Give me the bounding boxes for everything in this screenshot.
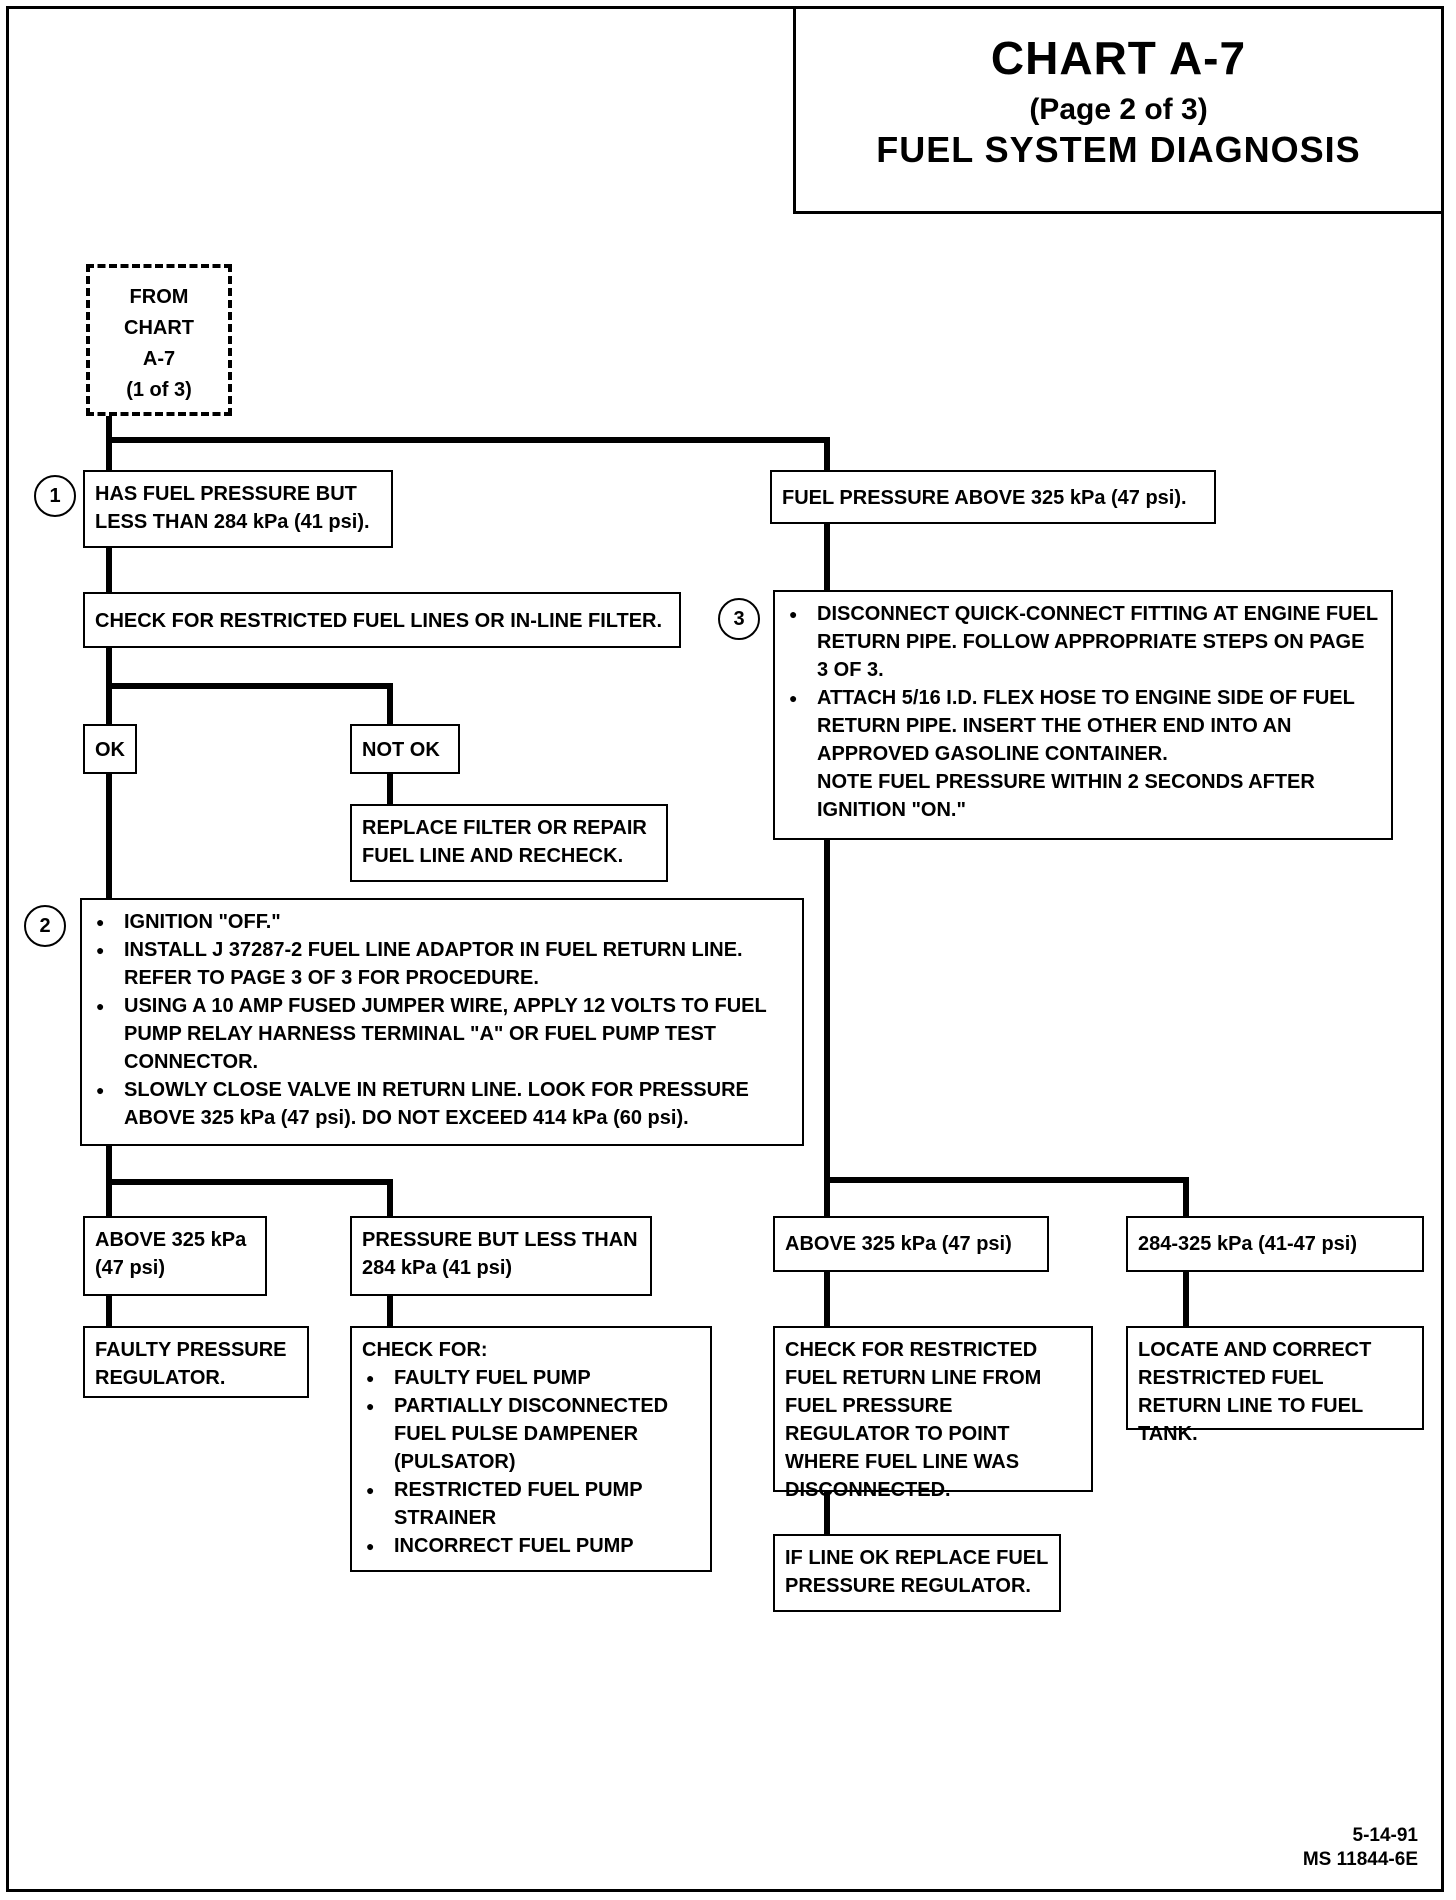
check-for-list: FAULTY FUEL PUMP PARTIALLY DISCONNECTED … [362, 1364, 700, 1560]
chart-subtitle: FUEL SYSTEM DIAGNOSIS [876, 129, 1361, 170]
step2-item: USING A 10 AMP FUSED JUMPER WIRE, APPLY … [92, 992, 792, 1076]
result-text: ABOVE 325 kPa (47 psi) [785, 1233, 1012, 1255]
locate-restriction-box: LOCATE AND CORRECT RESTRICTED FUEL RETUR… [1126, 1326, 1424, 1445]
check-restricted-lines: CHECK FOR RESTRICTED FUEL LINES OR IN-LI… [83, 592, 681, 648]
step2-box: IGNITION "OFF." INSTALL J 37287-2 FUEL L… [80, 898, 804, 1146]
chart-title-block: CHART A-7 (Page 2 of 3) FUEL SYSTEM DIAG… [793, 6, 1444, 214]
check-text: CHECK FOR RESTRICTED FUEL LINES OR IN-LI… [95, 610, 663, 632]
footer-code: MS 11844-6E [1302, 1849, 1418, 1870]
check-for-item: PARTIALLY DISCONNECTED FUEL PULSE DAMPEN… [362, 1392, 700, 1476]
result-range-right: 284-325 kPa (41-47 psi) [1126, 1216, 1424, 1272]
chart-title: CHART A-7 [990, 32, 1247, 84]
condition-text: HAS FUEL PRESSURE BUT LESS THAN 284 kPa … [95, 483, 370, 533]
step2-item: SLOWLY CLOSE VALVE IN RETURN LINE. LOOK … [92, 1076, 792, 1132]
step3-note: NOTE FUEL PRESSURE WITHIN 2 SECONDS AFTE… [817, 771, 1315, 821]
check-for-item: FAULTY FUEL PUMP [362, 1364, 700, 1392]
footer-info: 5-14-91 MS 11844-6E [1303, 1824, 1418, 1872]
page-indicator: (Page 2 of 3) [1029, 93, 1208, 126]
ok-label: OK [95, 739, 125, 761]
not-ok-box: NOT OK [350, 724, 460, 774]
check-for-item: INCORRECT FUEL PUMP [362, 1532, 700, 1560]
start-line: FROM [129, 286, 189, 308]
not-ok-label: NOT OK [362, 739, 440, 761]
ok-box: OK [83, 724, 137, 774]
check-for-item: RESTRICTED FUEL PUMP STRAINER [362, 1476, 700, 1532]
step2-item: IGNITION "OFF." [92, 908, 792, 936]
start-line: (1 of 3) [126, 379, 192, 401]
result-above-left: ABOVE 325 kPa (47 psi) [83, 1216, 267, 1296]
faulty-regulator-box: FAULTY PRESSURE REGULATOR. [83, 1326, 309, 1398]
start-line: CHART [124, 317, 194, 339]
result-above-right: ABOVE 325 kPa (47 psi) [773, 1216, 1049, 1272]
step-number-1: 1 [34, 475, 76, 517]
result-text: ABOVE 325 kPa (47 psi) [95, 1229, 247, 1279]
page-frame [6, 6, 1444, 1892]
step3-box: DISCONNECT QUICK-CONNECT FITTING AT ENGI… [773, 590, 1393, 840]
action-text: REPLACE FILTER OR REPAIR FUEL LINE AND R… [362, 817, 647, 867]
condition-high-pressure: FUEL PRESSURE ABOVE 325 kPa (47 psi). [770, 470, 1216, 524]
check-for-heading: CHECK FOR: [362, 1339, 488, 1361]
step3-list: DISCONNECT QUICK-CONNECT FITTING AT ENGI… [785, 600, 1381, 824]
action-text: FAULTY PRESSURE REGULATOR. [95, 1339, 287, 1389]
step-number-2: 2 [24, 905, 66, 947]
step2-item: INSTALL J 37287-2 FUEL LINE ADAPTOR IN F… [92, 936, 792, 992]
condition-text: FUEL PRESSURE ABOVE 325 kPa (47 psi). [782, 487, 1187, 509]
result-text: PRESSURE BUT LESS THAN 284 kPa (41 psi) [362, 1229, 638, 1279]
replace-regulator-box: IF LINE OK REPLACE FUEL PRESSURE REGULAT… [773, 1534, 1061, 1612]
check-return-line-box: CHECK FOR RESTRICTED FUEL RETURN LINE FR… [773, 1326, 1093, 1501]
action-text: LOCATE AND CORRECT RESTRICTED FUEL RETUR… [1138, 1339, 1372, 1445]
action-text: IF LINE OK REPLACE FUEL PRESSURE REGULAT… [785, 1547, 1048, 1597]
check-for-box: CHECK FOR: FAULTY FUEL PUMP PARTIALLY DI… [350, 1326, 712, 1572]
condition-low-pressure: HAS FUEL PRESSURE BUT LESS THAN 284 kPa … [83, 470, 393, 548]
replace-filter-box: REPLACE FILTER OR REPAIR FUEL LINE AND R… [350, 804, 668, 882]
start-box: FROM CHART A-7 (1 of 3) [86, 264, 232, 416]
action-text: CHECK FOR RESTRICTED FUEL RETURN LINE FR… [785, 1339, 1042, 1501]
result-less-left: PRESSURE BUT LESS THAN 284 kPa (41 psi) [350, 1216, 652, 1296]
footer-date: 5-14-91 [1352, 1825, 1419, 1846]
step3-item: DISCONNECT QUICK-CONNECT FITTING AT ENGI… [785, 600, 1381, 684]
step2-list: IGNITION "OFF." INSTALL J 37287-2 FUEL L… [92, 908, 792, 1132]
result-text: 284-325 kPa (41-47 psi) [1138, 1233, 1358, 1255]
step3-item: ATTACH 5/16 I.D. FLEX HOSE TO ENGINE SID… [785, 684, 1381, 768]
start-line: A-7 [142, 348, 176, 370]
step-number-3: 3 [718, 598, 760, 640]
